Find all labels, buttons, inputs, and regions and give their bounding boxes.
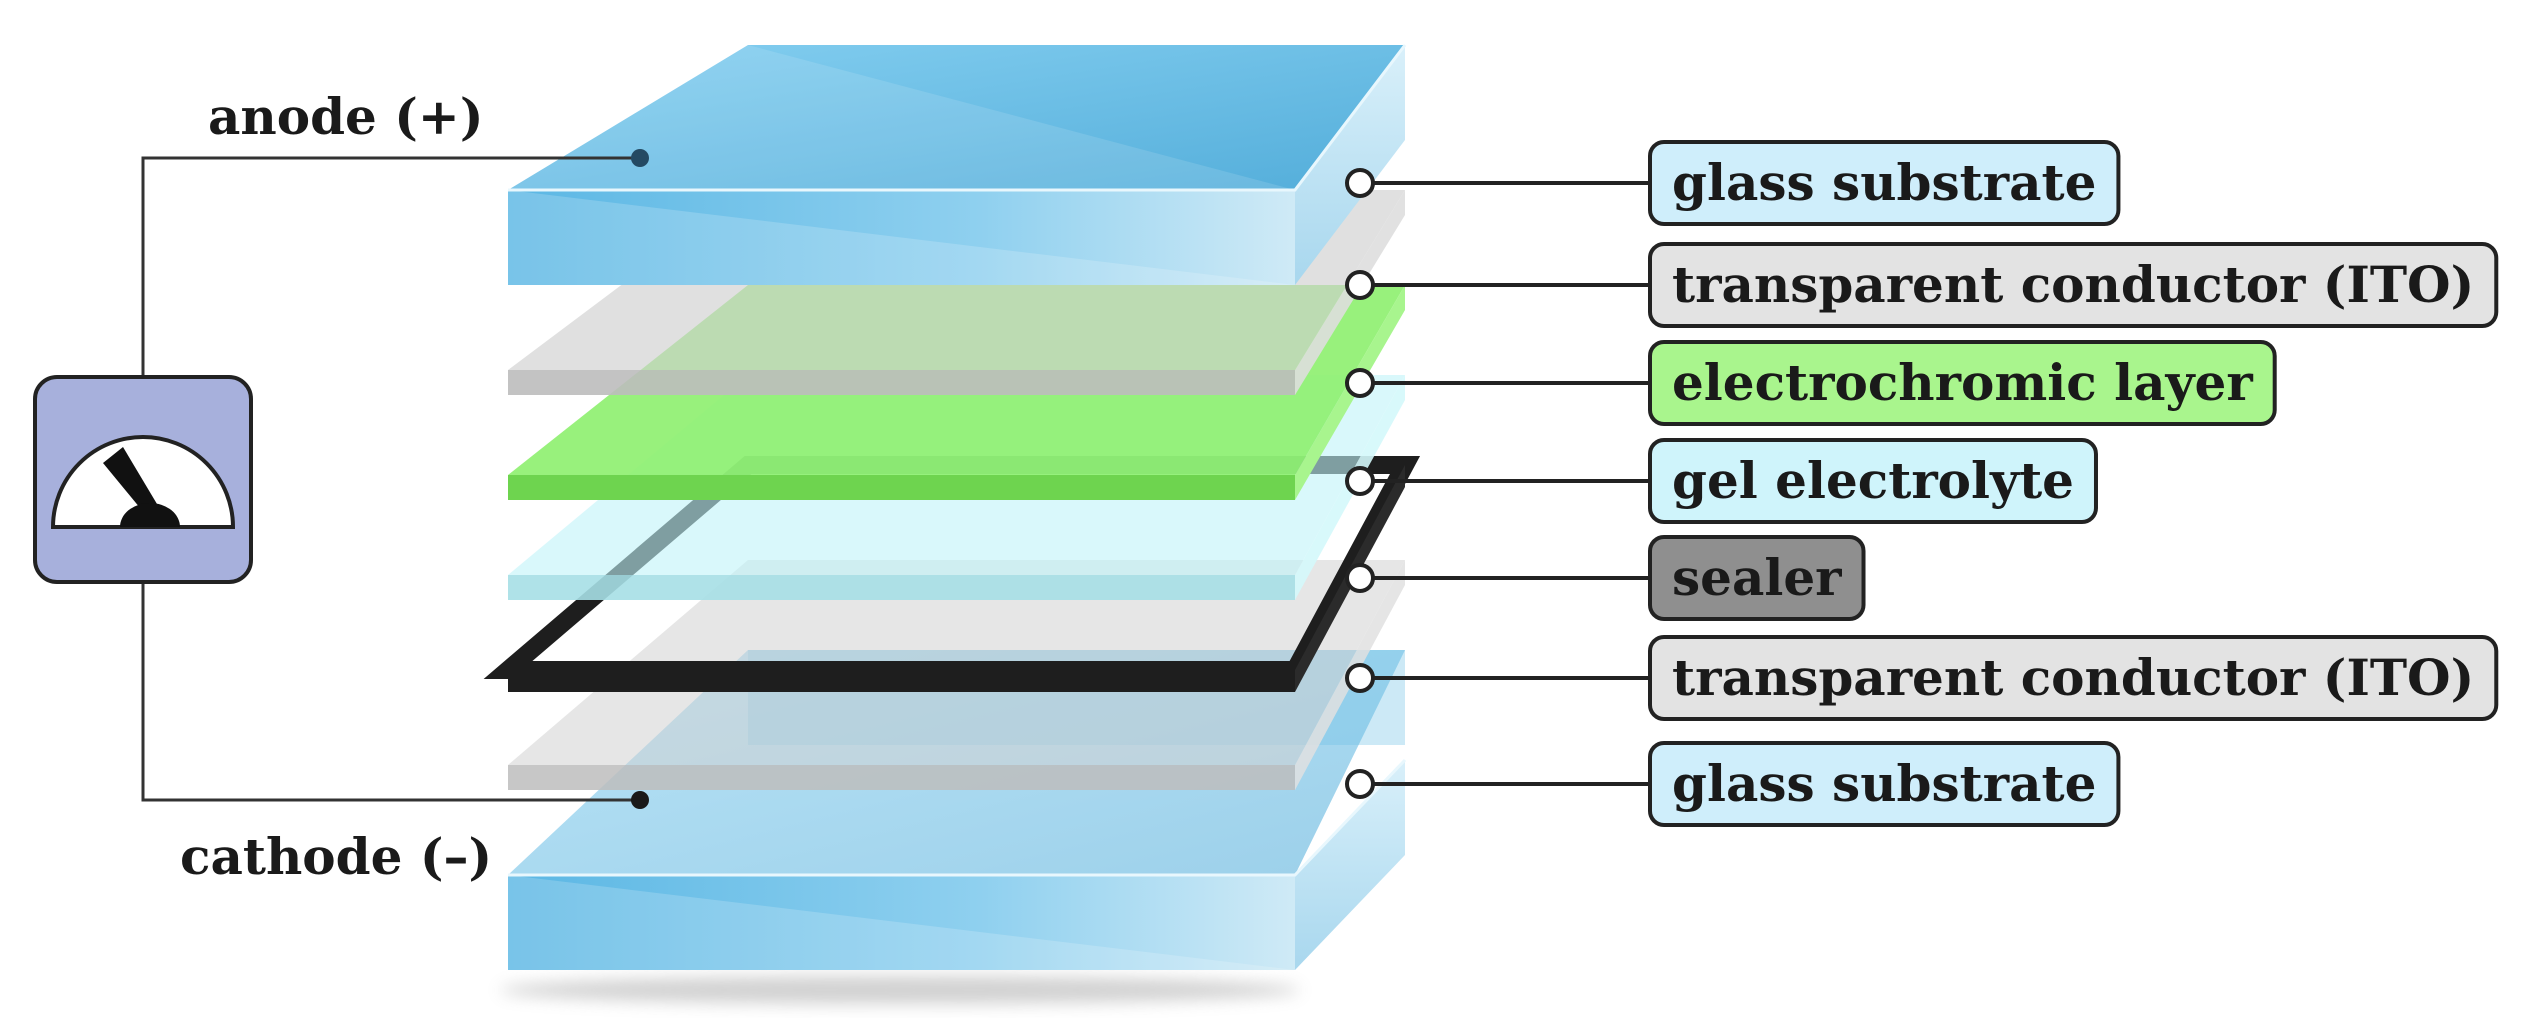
layer-label-ito_top: transparent conductor (ITO): [1648, 242, 2499, 328]
anode-contact-dot: [631, 149, 649, 167]
leader-dot-glass_top: [1345, 168, 1375, 198]
layer-pill-electrochromic: [1648, 340, 2277, 426]
layer-label-electrochromic: electrochromic layer: [1648, 340, 2277, 426]
leader-dot-glass_bottom: [1345, 769, 1375, 799]
layer-label-text-electrochromic: electrochromic layer: [1672, 353, 2253, 412]
layer-label-electrolyte: gel electrolyte: [1648, 438, 2098, 524]
anode-wire: [141, 156, 640, 378]
layer-label-sealer: sealer: [1648, 535, 1866, 621]
layer-label-text-glass_top: glass substrate: [1672, 153, 2096, 212]
layer-label-text-ito_bottom: transparent conductor (ITO): [1672, 648, 2474, 707]
layer-label-text-glass_bottom: glass substrate: [1672, 754, 2096, 813]
layer-label-glass_bottom: glass substrate: [1648, 741, 2121, 827]
layer-leaders: [1345, 168, 1650, 799]
layer-label-text-sealer: sealer: [1672, 548, 1842, 607]
cathode-contact-dot: [631, 791, 649, 809]
leader-dot-electrochromic: [1345, 368, 1375, 398]
layer-labels: glass substrate transparent conductor (IT…: [1648, 140, 2499, 827]
layer-pill-sealer: [1648, 535, 1866, 621]
layer-label-text-electrolyte: gel electrolyte: [1672, 451, 2074, 510]
leader-dot-ito_bottom: [1345, 663, 1375, 693]
voltmeter-icon: [33, 375, 253, 584]
layer-pill-glass_top: [1648, 140, 2121, 226]
anode-label: anode (+): [208, 87, 484, 146]
glass-substrate-top: [508, 44, 1407, 285]
leader-dot-electrolyte: [1345, 466, 1375, 496]
layer-label-ito_bottom: transparent conductor (ITO): [1648, 635, 2499, 721]
layer-pill-ito_top: [1648, 242, 2499, 328]
leader-dot-ito_top: [1345, 270, 1375, 300]
circuit-wires: [141, 149, 649, 809]
layer-label-glass_top: glass substrate: [1648, 140, 2121, 226]
leader-dot-sealer: [1345, 563, 1375, 593]
layer-pill-ito_bottom: [1648, 635, 2499, 721]
cathode-label: cathode (–): [180, 827, 492, 886]
layer-pill-electrolyte: [1648, 438, 2098, 524]
layer-pill-glass_bottom: [1648, 741, 2121, 827]
cathode-wire: [141, 582, 640, 802]
layer-label-text-ito_top: transparent conductor (ITO): [1672, 255, 2474, 314]
